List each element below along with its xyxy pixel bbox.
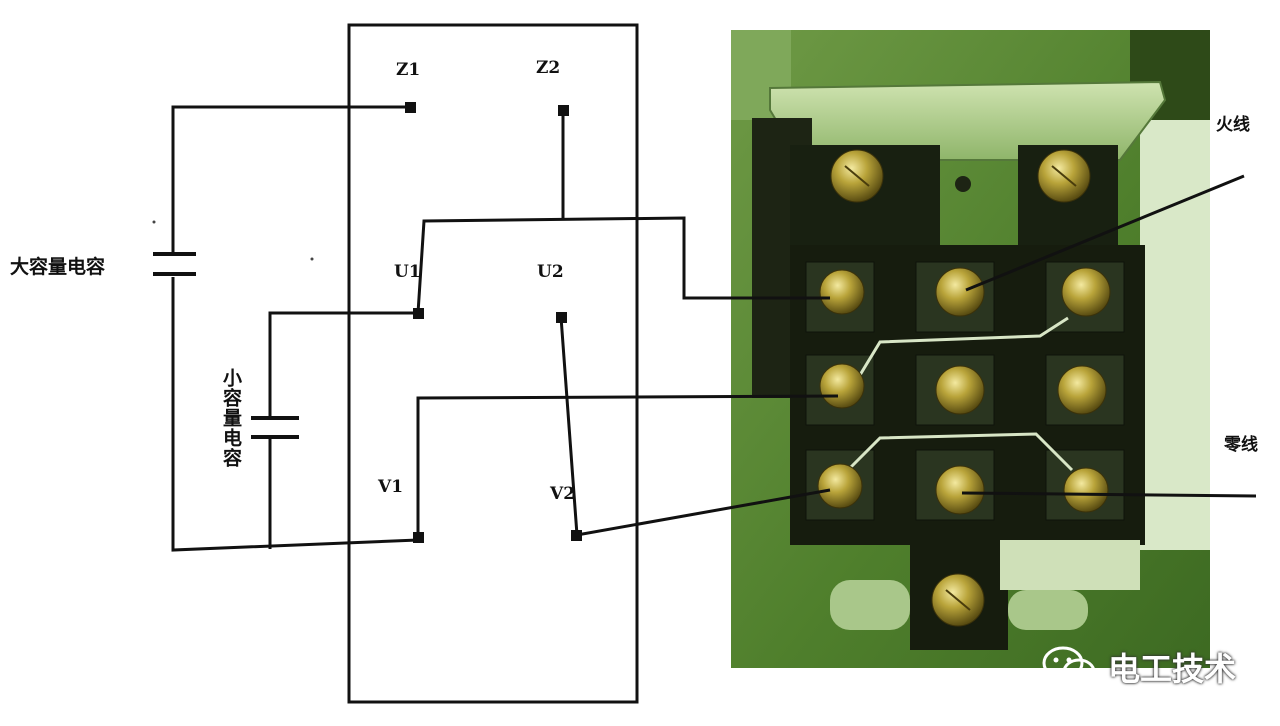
- large-capacitor-label: 大容量电容: [10, 256, 106, 278]
- watermark-text: 电工技术: [1108, 650, 1237, 688]
- wire-u1-small-cap: [268, 311, 418, 416]
- speck: [152, 220, 156, 224]
- wire-v1-switch: [416, 394, 839, 538]
- terminal-dot-u1: [413, 308, 424, 319]
- neutral-wire-label: 零线: [1224, 435, 1258, 455]
- terminal-label-u1: U1: [394, 262, 421, 282]
- speck: [310, 257, 314, 261]
- live-leader-line: [965, 174, 1245, 292]
- switch-photo: [731, 30, 1210, 668]
- terminal-label-z2: Z2: [536, 58, 561, 78]
- capacitor-symbols: [153, 252, 299, 439]
- terminal-label-z1: Z1: [396, 60, 421, 80]
- terminal-label-u2: U2: [537, 262, 564, 282]
- terminal-label-v1: V1: [378, 477, 404, 497]
- watermark: 电工技术: [1040, 644, 1236, 690]
- wire-u1-z2-live: [416, 216, 830, 314]
- terminal-dots: [405, 102, 582, 543]
- wire-z1-large-cap: [171, 105, 410, 252]
- small-capacitor-label: 小容量电容: [220, 368, 242, 468]
- wire-u2-v2-switch: [559, 316, 831, 537]
- schematic-wires: [171, 105, 1257, 552]
- wire-large-cap-v1: [171, 277, 419, 552]
- neutral-leader-line: [961, 491, 1257, 498]
- terminal-box: [347, 23, 639, 704]
- live-wire-label: 火线: [1216, 115, 1250, 135]
- terminal-dot-z1: [405, 102, 416, 113]
- wechat-icon: [1042, 646, 1096, 686]
- terminal-label-v2: V2: [550, 484, 576, 504]
